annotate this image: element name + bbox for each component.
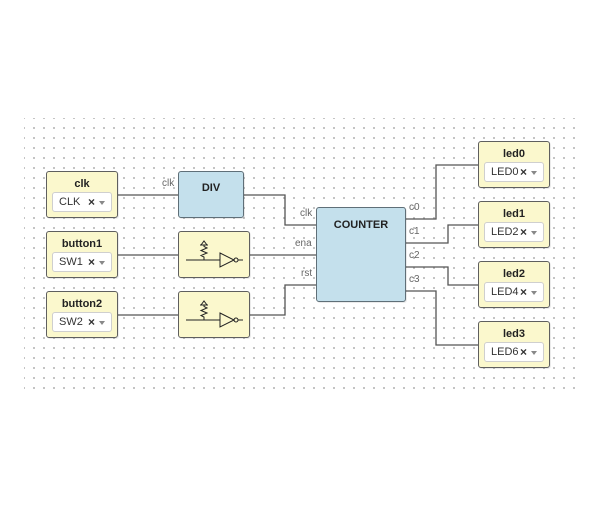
pin-select-value: SW1 xyxy=(59,256,83,268)
input-block-button2[interactable]: button2 SW2 × xyxy=(46,291,118,338)
div-port-clk: clk xyxy=(162,178,175,189)
clear-icon[interactable]: × xyxy=(87,195,95,209)
output-block-led2[interactable]: led2 LED4 × xyxy=(478,261,550,308)
chevron-down-icon[interactable] xyxy=(531,171,537,175)
counter-port-c3: c3 xyxy=(409,274,420,285)
inverter-block-2[interactable] xyxy=(178,291,250,338)
pin-select[interactable]: LED2 × xyxy=(484,222,544,242)
clear-icon[interactable]: × xyxy=(519,225,527,239)
pin-select-value: LED2 xyxy=(491,226,519,238)
pin-select-value: CLK xyxy=(59,196,81,208)
pin-select-value: SW2 xyxy=(59,316,83,328)
chevron-down-icon[interactable] xyxy=(531,231,537,235)
pin-select[interactable]: LED4 × xyxy=(484,282,544,302)
block-title: led0 xyxy=(502,148,525,160)
chevron-down-icon[interactable] xyxy=(99,261,105,265)
clear-icon[interactable]: × xyxy=(519,165,527,179)
block-title: button1 xyxy=(61,238,103,250)
pullup-inverter-icon xyxy=(186,300,243,328)
counter-port-ena: ena xyxy=(295,238,312,249)
output-block-led3[interactable]: led3 LED6 × xyxy=(478,321,550,368)
pin-select[interactable]: CLK × xyxy=(52,192,112,212)
chevron-down-icon[interactable] xyxy=(531,351,537,355)
counter-port-c2: c2 xyxy=(409,250,420,261)
block-title: COUNTER xyxy=(333,219,389,231)
chevron-down-icon[interactable] xyxy=(99,321,105,325)
block-title: clk xyxy=(74,178,90,190)
counter-port-c0: c0 xyxy=(409,202,420,213)
div-block[interactable]: DIV xyxy=(178,171,244,218)
pin-select[interactable]: SW1 × xyxy=(52,252,112,272)
input-block-button1[interactable]: button1 SW1 × xyxy=(46,231,118,278)
counter-port-clk: clk xyxy=(300,208,313,219)
pin-select-value: LED0 xyxy=(491,166,519,178)
pin-select[interactable]: LED0 × xyxy=(484,162,544,182)
counter-port-c1: c1 xyxy=(409,226,420,237)
clear-icon[interactable]: × xyxy=(519,345,527,359)
output-block-led0[interactable]: led0 LED0 × xyxy=(478,141,550,188)
pin-select[interactable]: SW2 × xyxy=(52,312,112,332)
clear-icon[interactable]: × xyxy=(519,285,527,299)
counter-block[interactable]: COUNTER xyxy=(316,207,406,302)
input-block-clk[interactable]: clk CLK × xyxy=(46,171,118,218)
output-block-led1[interactable]: led1 LED2 × xyxy=(478,201,550,248)
clear-icon[interactable]: × xyxy=(87,255,95,269)
pin-select-value: LED6 xyxy=(491,346,519,358)
block-title: led2 xyxy=(502,268,525,280)
block-title: led1 xyxy=(502,208,525,220)
pullup-inverter-icon xyxy=(186,240,243,268)
inverter-block-1[interactable] xyxy=(178,231,250,278)
chevron-down-icon[interactable] xyxy=(531,291,537,295)
block-title: DIV xyxy=(201,182,221,194)
block-title: led3 xyxy=(502,328,525,340)
counter-port-rst: rst xyxy=(301,268,313,279)
pin-select[interactable]: LED6 × xyxy=(484,342,544,362)
block-title: button2 xyxy=(61,298,103,310)
chevron-down-icon[interactable] xyxy=(99,201,105,205)
clear-icon[interactable]: × xyxy=(87,315,95,329)
pin-select-value: LED4 xyxy=(491,286,519,298)
